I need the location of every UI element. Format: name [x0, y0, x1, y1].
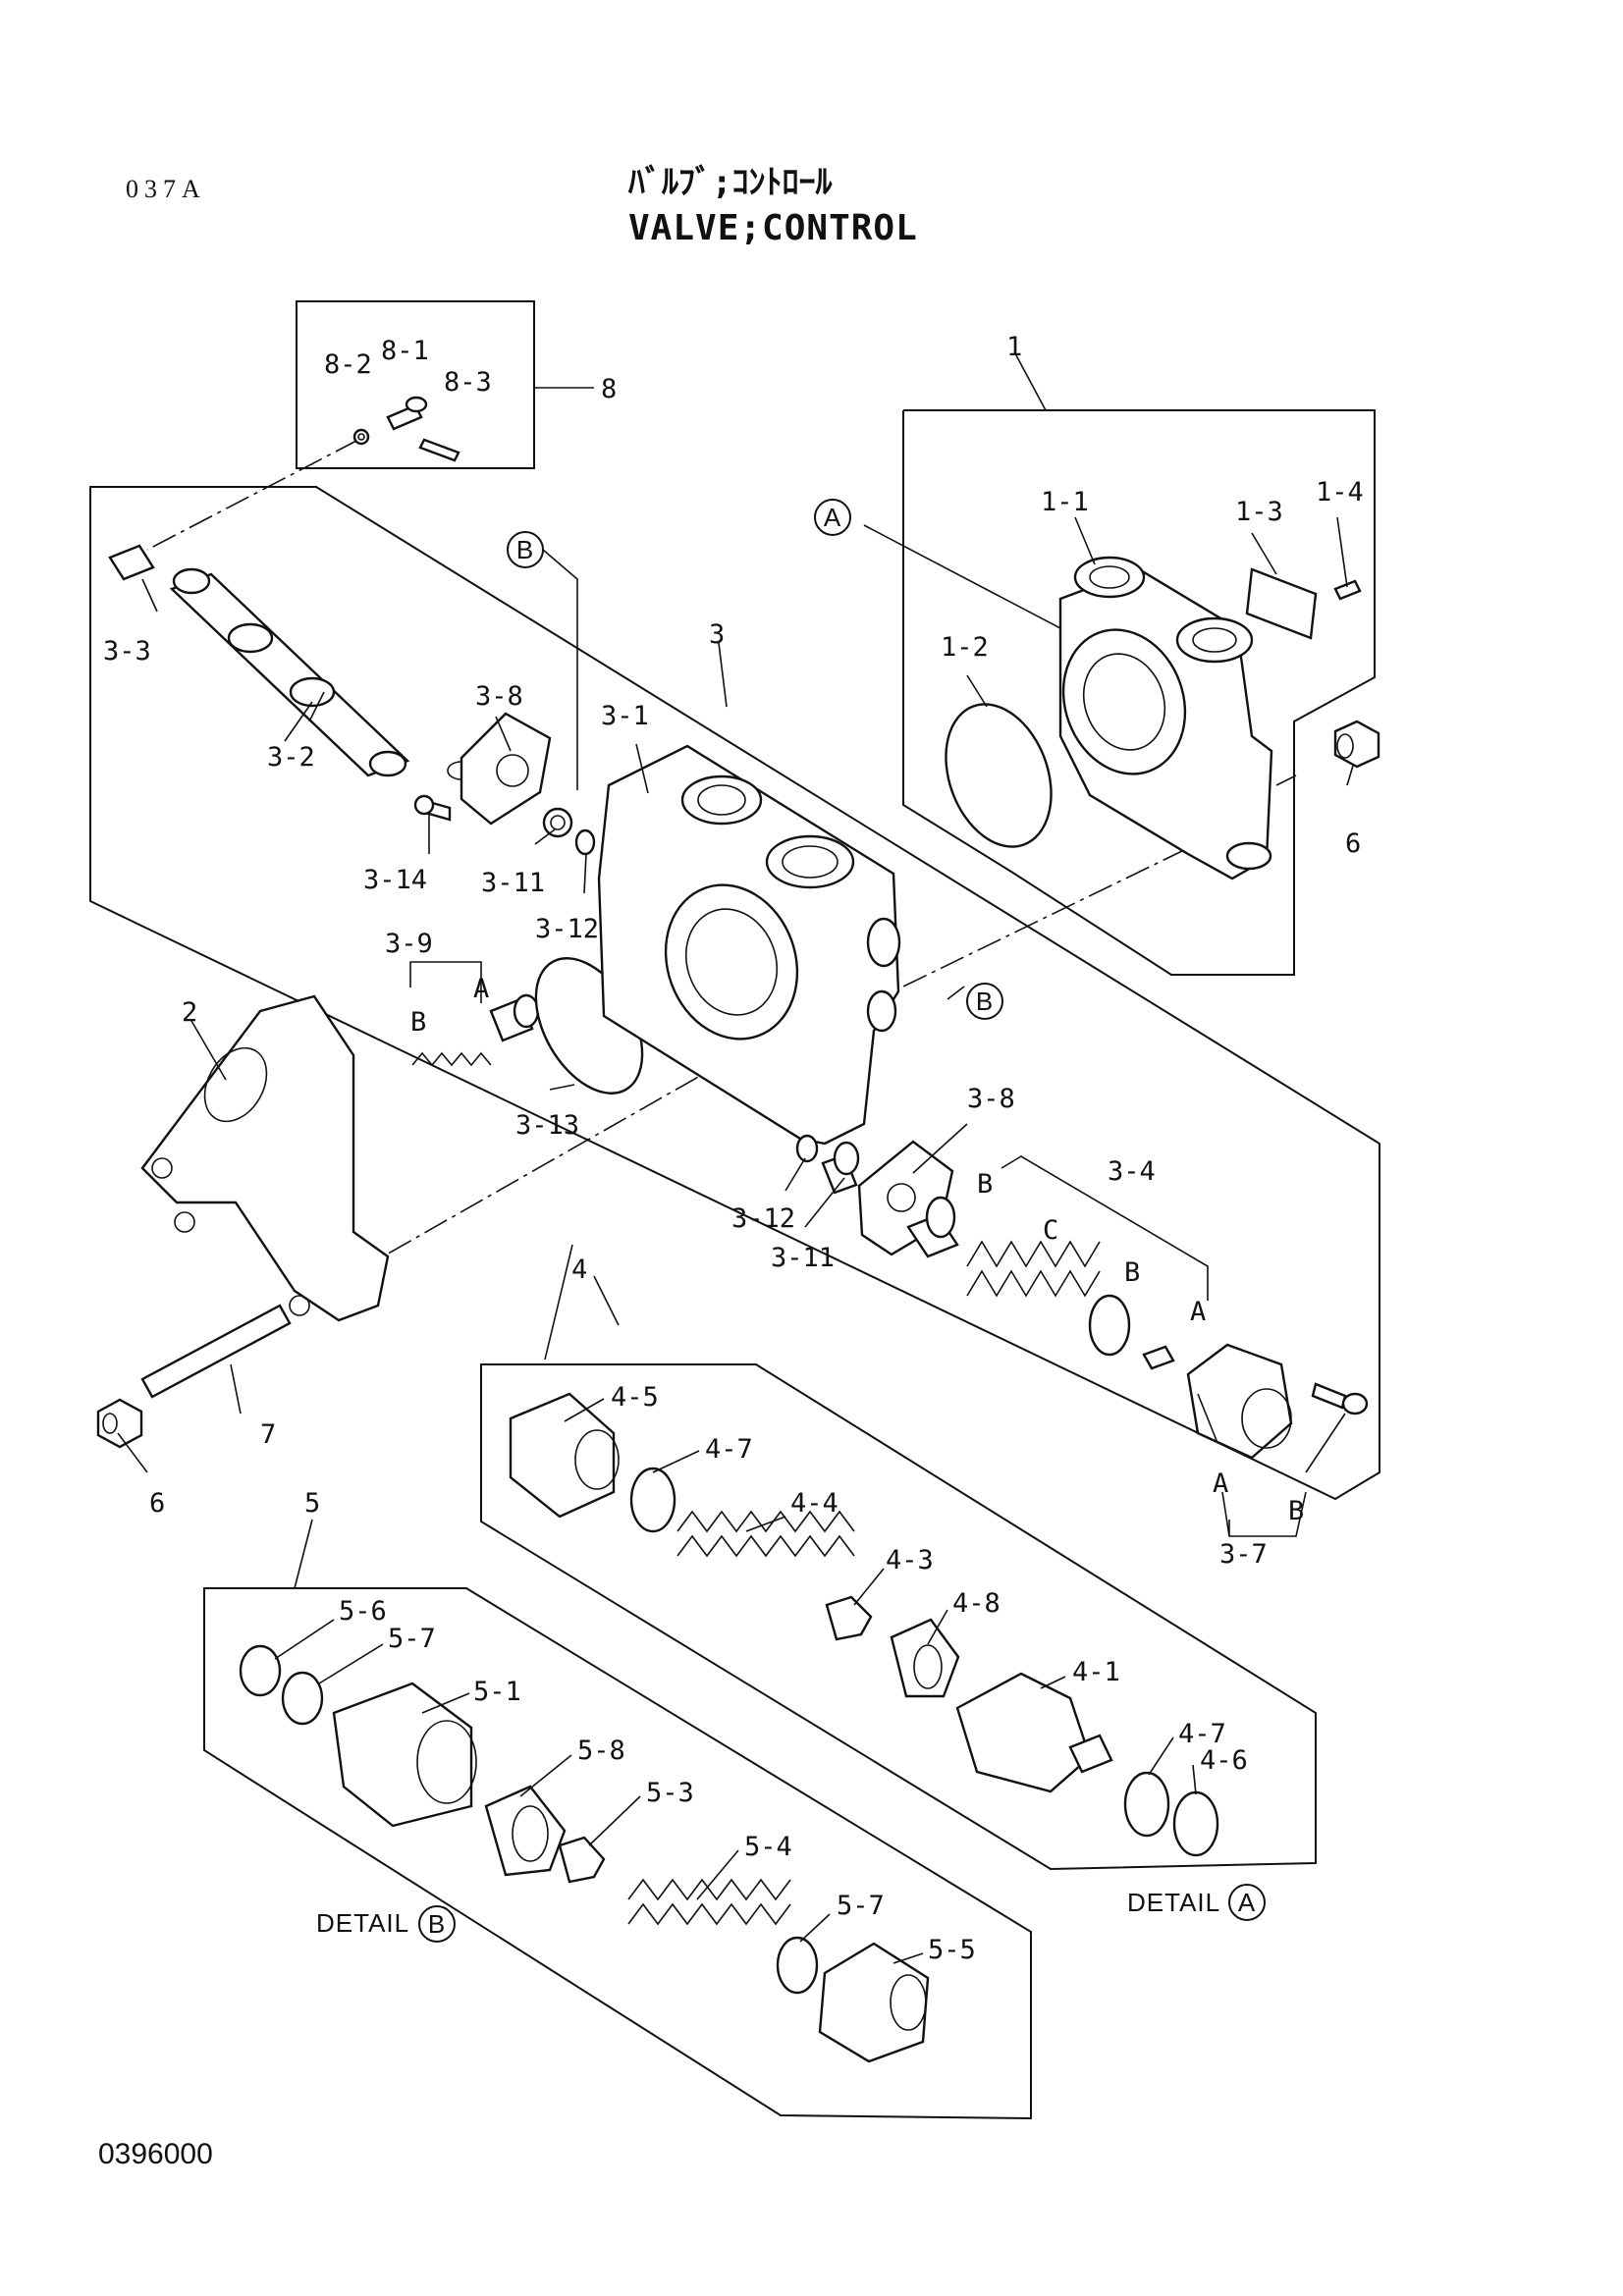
- part-6-nut-upper: [1333, 720, 1380, 769]
- detail-b-label: DETAIL B: [316, 1905, 456, 1943]
- frame-group-3: [89, 486, 1380, 1501]
- part-1-2-o-ring: [945, 703, 1053, 848]
- title-japanese: ﾊﾞﾙﾌﾞ;ｺﾝﾄﾛｰﾙ: [628, 163, 833, 202]
- part-2-bracket: [140, 994, 390, 1322]
- callout-4-7-upper: 4-7: [705, 1434, 753, 1465]
- part-3-7-cap: [1186, 1343, 1369, 1460]
- callout-3-1: 3-1: [601, 701, 649, 731]
- callout-7: 7: [260, 1419, 276, 1450]
- sub-3-4-b-first: B: [977, 1169, 993, 1200]
- callout-4-3: 4-3: [886, 1545, 934, 1575]
- callout-5-8: 5-8: [577, 1735, 625, 1766]
- part-3-4-spring-set: [795, 1134, 1175, 1370]
- callout-5-3: 5-3: [646, 1778, 694, 1808]
- callout-3-8-upper: 3-8: [475, 681, 523, 712]
- group-frames: [89, 300, 1380, 2120]
- callout-3-12-upper: 3-12: [535, 914, 599, 944]
- callout-1-4: 1-4: [1316, 477, 1364, 507]
- callout-4-8: 4-8: [952, 1588, 1001, 1619]
- part-3-valve-body: [597, 744, 901, 1146]
- callout-3-2: 3-2: [267, 742, 315, 773]
- callout-1-2: 1-2: [941, 632, 989, 663]
- detail-circle-b-top: B: [507, 531, 544, 568]
- part-8-set: [352, 396, 460, 462]
- callout-4-4: 4-4: [790, 1488, 839, 1519]
- callout-4: 4: [571, 1255, 587, 1285]
- callout-4-7-lower: 4-7: [1178, 1719, 1226, 1749]
- part-3-9-spring: [411, 993, 540, 1067]
- part-5-relief-valve: [239, 1644, 930, 2063]
- callout-3-12-lower: 3-12: [731, 1203, 795, 1234]
- callout-1-1: 1-1: [1041, 487, 1089, 517]
- leader-lines: [117, 354, 1354, 1964]
- detail-circle-a-letter: A: [824, 503, 841, 532]
- drawing-number: 0396000: [98, 2138, 213, 2170]
- part-1-cover-body: [1058, 556, 1273, 881]
- callout-4-6: 4-6: [1200, 1745, 1248, 1776]
- detail-a-label: DETAIL A: [1127, 1884, 1266, 1921]
- callout-8-1: 8-1: [381, 336, 429, 366]
- sub-3-7-a: A: [1213, 1468, 1228, 1499]
- sub-3-4-b-second: B: [1124, 1257, 1140, 1288]
- callout-5-7-lower: 5-7: [837, 1891, 885, 1921]
- title-english: VALVE;CONTROL: [628, 208, 918, 248]
- callout-8-3: 8-3: [444, 367, 492, 398]
- callout-5-7-upper: 5-7: [388, 1624, 436, 1654]
- callout-8-2: 8-2: [324, 349, 372, 380]
- detail-a-letter: A: [1238, 1888, 1256, 1917]
- callout-6-lower: 6: [149, 1488, 165, 1519]
- detail-b-text: DETAIL: [316, 1908, 409, 1938]
- callout-3-9: 3-9: [385, 929, 433, 959]
- sub-3-7-b: B: [1288, 1496, 1304, 1526]
- detail-circle-b-right-letter: B: [976, 987, 994, 1016]
- callout-5-1: 5-1: [473, 1677, 521, 1707]
- part-3-2-spool: [108, 544, 476, 780]
- frame-group-1: [902, 409, 1376, 976]
- part-7-stud: [96, 1304, 292, 1449]
- callout-3-13: 3-13: [515, 1110, 579, 1141]
- callout-4-1: 4-1: [1072, 1657, 1120, 1687]
- detail-b-letter: B: [428, 1909, 446, 1939]
- callout-3-7: 3-7: [1219, 1539, 1268, 1570]
- callout-3-14: 3-14: [363, 865, 427, 895]
- callout-5: 5: [304, 1488, 320, 1519]
- callout-5-5: 5-5: [928, 1935, 976, 1965]
- page-code: 037A: [126, 175, 206, 203]
- detail-circle-b-top-letter: B: [516, 535, 534, 564]
- sub-3-9-a: A: [473, 974, 489, 1004]
- part-3-8-plate-upper: [413, 712, 596, 856]
- detail-a-text: DETAIL: [1127, 1888, 1220, 1917]
- detail-circle-a: A: [814, 499, 851, 536]
- frame-group-5: [203, 1587, 1032, 2120]
- callout-3-11-lower: 3-11: [771, 1243, 835, 1273]
- callout-6-upper: 6: [1345, 828, 1361, 859]
- sub-3-4-c: C: [1043, 1215, 1058, 1246]
- callout-2: 2: [182, 997, 197, 1028]
- frame-group-4: [480, 1363, 1317, 1871]
- callout-8: 8: [601, 374, 617, 404]
- callout-4-5: 4-5: [611, 1382, 659, 1413]
- sub-3-4-a: A: [1190, 1297, 1206, 1327]
- callout-5-6: 5-6: [339, 1596, 387, 1627]
- callout-5-4: 5-4: [744, 1832, 792, 1862]
- callout-1-3: 1-3: [1235, 497, 1283, 527]
- callout-1: 1: [1006, 332, 1022, 362]
- callout-3-11-upper: 3-11: [481, 868, 545, 898]
- callout-3-8-lower: 3-8: [967, 1084, 1015, 1114]
- callout-labels: 8 8-1 8-2 8-3 1 1-1 1-2 1-3 1-4 6 3 3-1 …: [103, 332, 1364, 1965]
- callout-3: 3: [709, 619, 725, 650]
- callout-3-4: 3-4: [1108, 1156, 1156, 1187]
- part-1-3-plate: [1245, 567, 1362, 640]
- callout-3-3: 3-3: [103, 636, 151, 667]
- detail-circle-b-right: B: [966, 983, 1003, 1020]
- part-4-relief-valve: [509, 1392, 1219, 1857]
- sub-3-9-b: B: [410, 1007, 426, 1038]
- frame-group-8: [296, 300, 535, 469]
